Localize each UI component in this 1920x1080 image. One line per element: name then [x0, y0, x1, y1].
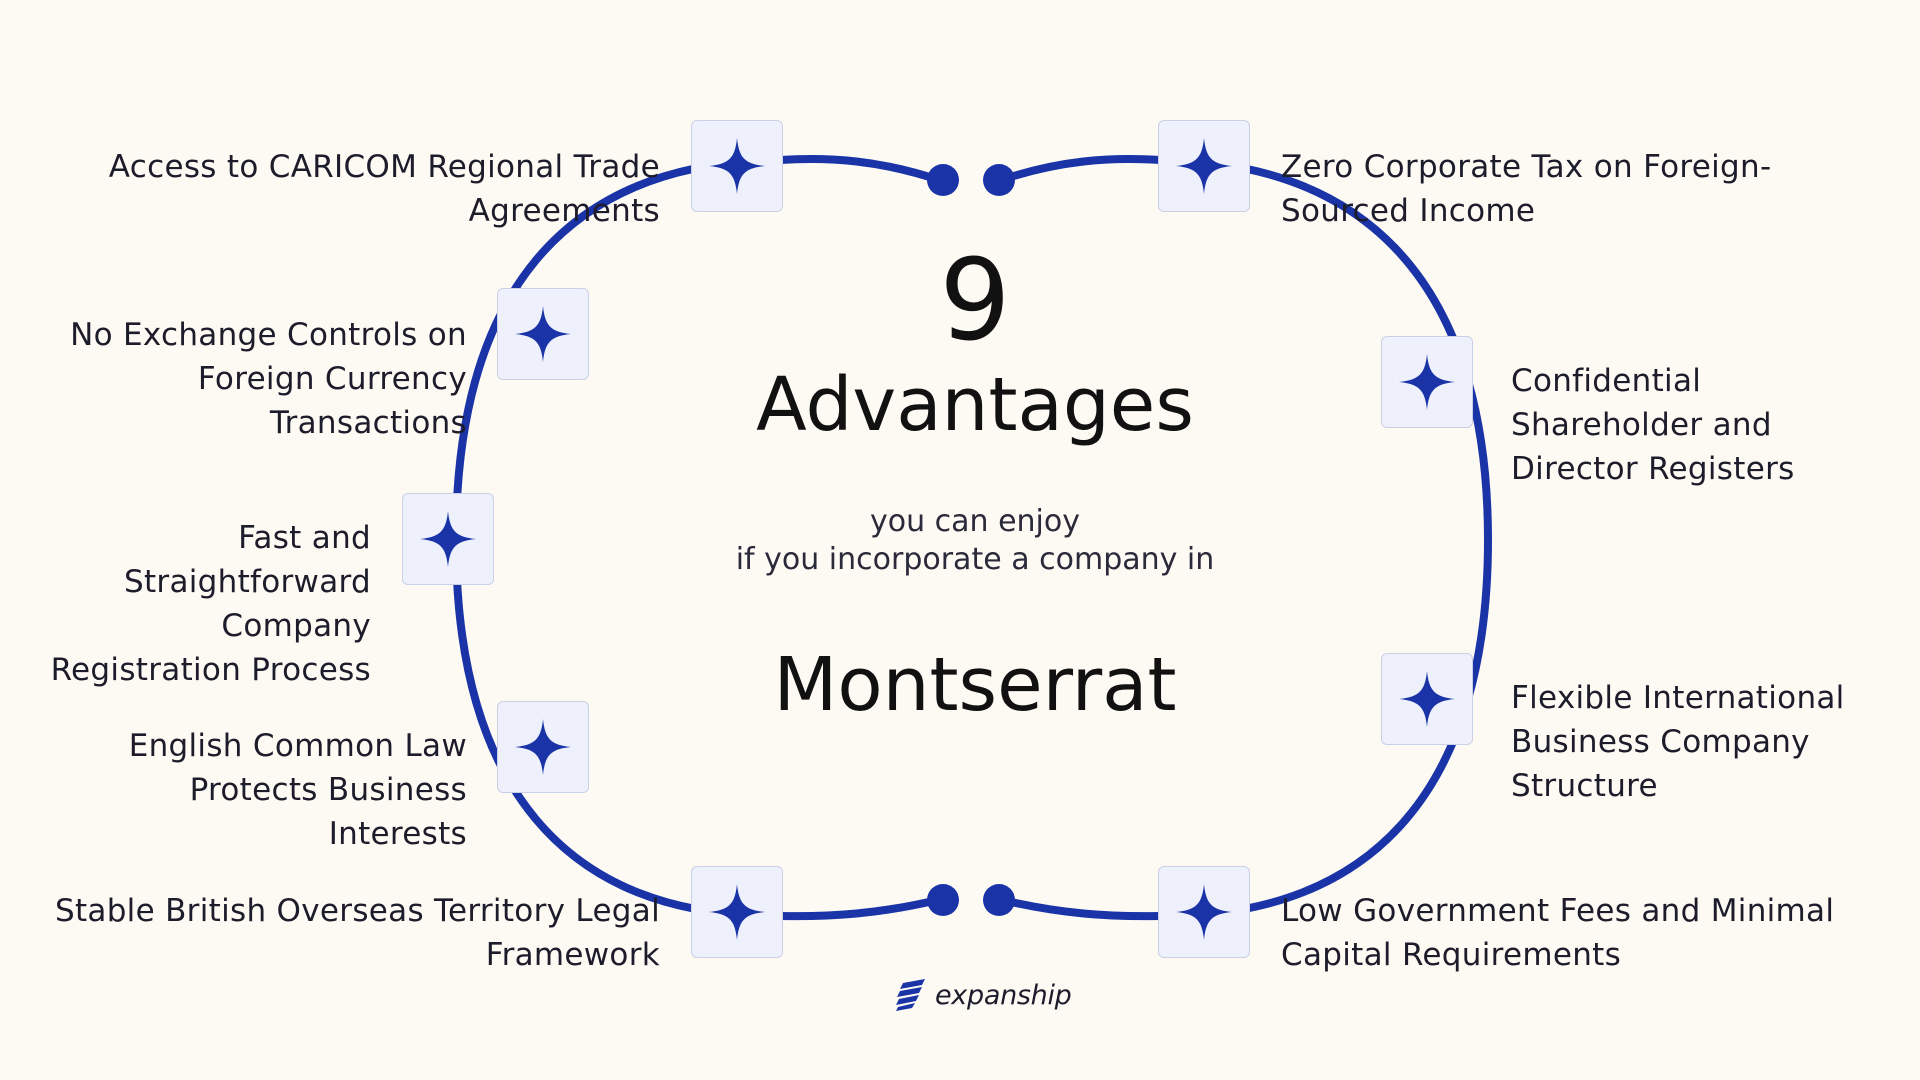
heading: Advantages — [756, 362, 1194, 448]
advantage-label-6: Zero Corporate Tax on Foreign- Sourced I… — [1281, 149, 1772, 229]
advantage-node-3 — [402, 493, 494, 585]
advantage-label-5: Stable British Overseas Territory Legal … — [54, 893, 660, 973]
advantage-label-1: Access to CARICOM Regional Trade Agreeme… — [108, 149, 660, 229]
advantage-node-1 — [691, 120, 783, 212]
expanship-logo-icon — [896, 979, 925, 1011]
advantage-label-2: No Exchange Controls on Foreign Currency… — [70, 317, 467, 441]
four-point-star-icon — [1176, 884, 1232, 940]
country-name: Montserrat — [773, 642, 1177, 728]
advantage-node-8 — [1381, 653, 1473, 745]
four-point-star-icon — [515, 719, 571, 775]
four-point-star-icon — [709, 138, 765, 194]
four-point-star-icon — [420, 511, 476, 567]
advantage-node-6 — [1158, 120, 1250, 212]
advantage-label-9: Low Government Fees and Minimal Capital … — [1281, 893, 1835, 973]
advantage-count: 9 — [939, 236, 1011, 366]
four-point-star-icon — [1176, 138, 1232, 194]
brand-name: expanship — [935, 979, 1072, 1011]
ring-end-dot-bottom-left — [927, 884, 959, 916]
advantage-node-7 — [1381, 336, 1473, 428]
advantage-node-2 — [497, 288, 589, 380]
advantage-label-8: Flexible International Business Company … — [1511, 680, 1845, 804]
four-point-star-icon — [709, 884, 765, 940]
four-point-star-icon — [515, 306, 571, 362]
advantage-label-4: English Common Law Protects Business Int… — [128, 728, 467, 852]
four-point-star-icon — [1399, 354, 1455, 410]
advantage-node-4 — [497, 701, 589, 793]
four-point-star-icon — [1399, 671, 1455, 727]
ring-end-dot-top-left — [927, 164, 959, 196]
advantage-label-3: Fast and Straightforward Company Registr… — [50, 520, 371, 688]
center-title-block: 9 Advantages you can enjoy if you incorp… — [660, 245, 1290, 725]
subtitle: you can enjoy if you incorporate a compa… — [735, 504, 1215, 577]
advantage-node-5 — [691, 866, 783, 958]
advantage-label-7: Confidential Shareholder and Director Re… — [1511, 363, 1795, 487]
ring-end-dot-bottom-right — [983, 884, 1015, 916]
advantage-node-9 — [1158, 866, 1250, 958]
brand-logo: expanship — [893, 975, 1072, 1015]
ring-end-dot-top-right — [983, 164, 1015, 196]
